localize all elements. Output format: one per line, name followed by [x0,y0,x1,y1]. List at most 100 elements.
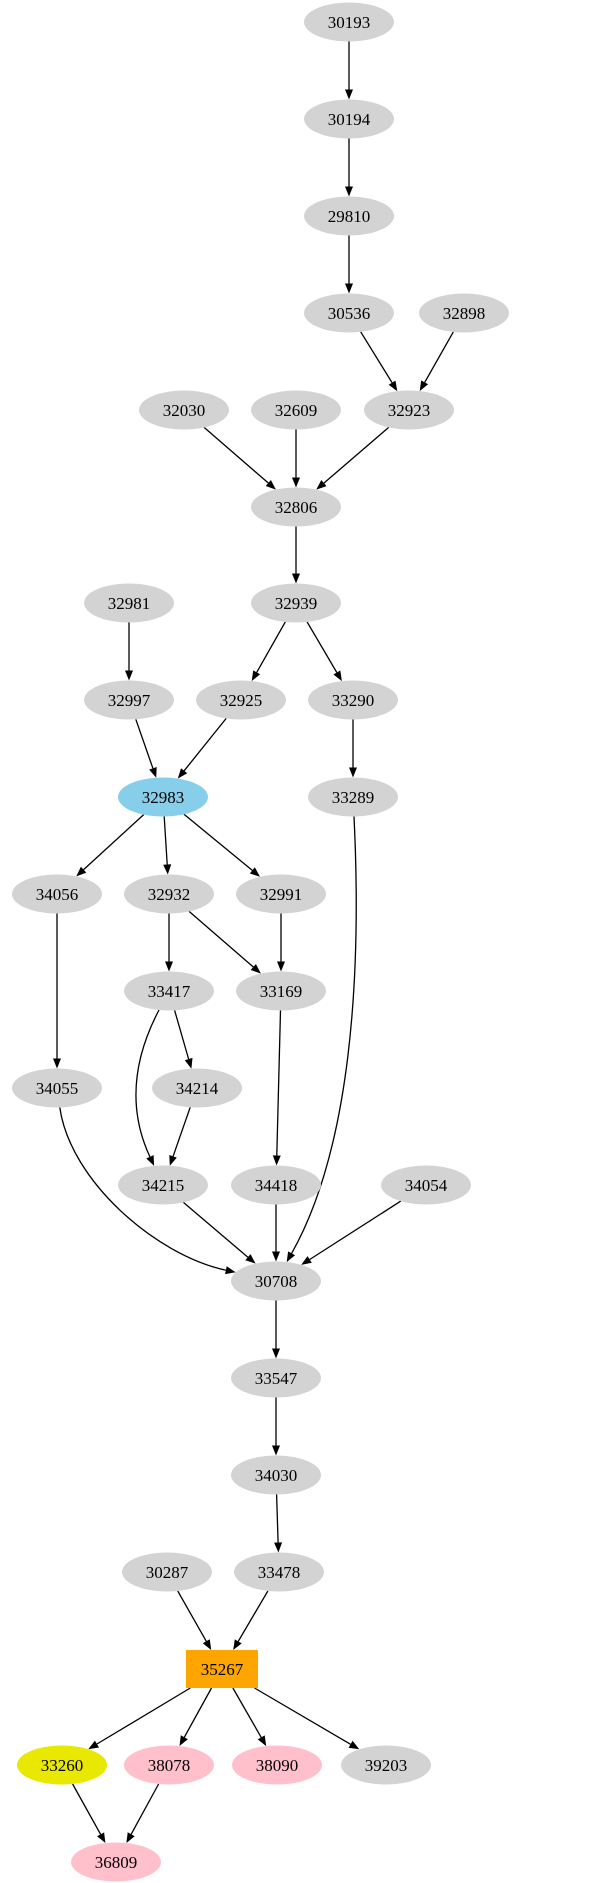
graph-node-35267: 35267 [186,1650,258,1688]
graph-node-39203: 39203 [341,1745,431,1785]
node-shape-36809 [71,1842,161,1882]
edge-arrowhead-32030-32806 [265,480,276,490]
node-label-32923: 32923 [388,401,431,420]
edge-34055-30708 [59,1107,227,1271]
node-shape-34054 [381,1165,471,1205]
node-label-32898: 32898 [443,304,486,323]
graph-node-32932: 32932 [124,874,214,914]
graph-node-33478: 33478 [234,1552,324,1592]
graph-node-32925: 32925 [196,680,286,720]
edge-arrowhead-33260-36809 [97,1832,106,1843]
node-shape-30708 [231,1261,321,1301]
edge-arrowhead-32806-32939 [292,573,300,584]
node-label-32997: 32997 [108,691,151,710]
node-shape-39203 [341,1745,431,1785]
node-label-32981: 32981 [108,594,151,613]
edge-33417-34214 [173,1010,190,1060]
node-label-29810: 29810 [328,207,371,226]
node-label-32932: 32932 [148,885,191,904]
edge-arrowhead-30193-30194 [345,89,353,100]
node-label-34215: 34215 [142,1176,185,1195]
node-label-32030: 32030 [163,401,206,420]
graph-node-32991: 32991 [236,874,326,914]
graph-node-34055: 34055 [12,1068,102,1108]
edge-34215-30708 [182,1201,249,1258]
node-label-35267: 35267 [201,1660,244,1679]
node-label-33260: 33260 [41,1756,84,1775]
node-label-32609: 32609 [275,401,318,420]
edge-34030-33478 [275,1494,279,1543]
edge-arrowhead-30287-35267 [202,1639,212,1650]
node-shape-30287 [122,1552,212,1592]
graph-node-34215: 34215 [118,1165,208,1205]
edge-arrowhead-32939-33290 [333,670,342,682]
node-shape-30193 [304,2,394,42]
edge-arrowhead-32991-33169 [277,961,285,972]
edge-32030-32806 [203,426,269,484]
node-shape-38078 [124,1745,214,1785]
edge-34054-30708 [309,1200,402,1261]
graph-node-30194: 30194 [304,99,394,139]
edge-arrowhead-34030-33478 [274,1542,283,1553]
node-label-33169: 33169 [260,982,303,1001]
edge-arrowhead-33547-34030 [272,1445,280,1456]
node-shape-34030 [231,1455,321,1495]
edge-32939-32925 [256,621,286,673]
node-shape-32932 [124,874,214,914]
graph-node-33547: 33547 [231,1358,321,1398]
edge-arrowhead-33417-34215 [146,1155,155,1166]
edge-33478-35267 [237,1590,269,1642]
node-shape-35267 [186,1650,258,1688]
edge-33289-30708 [291,816,357,1254]
graph-node-33260: 33260 [17,1745,107,1785]
edge-arrowhead-30708-33547 [272,1348,280,1359]
node-shape-38090 [232,1745,322,1785]
edge-arrowhead-35267-38090 [257,1735,267,1747]
node-label-34214: 34214 [176,1079,219,1098]
edge-32925-32983 [183,717,227,772]
graph-node-32030: 32030 [139,390,229,430]
node-shape-32981 [84,583,174,623]
node-label-38090: 38090 [256,1756,299,1775]
node-shape-34055 [12,1068,102,1108]
edge-arrowhead-34055-30708 [225,1266,236,1275]
graph-node-34418: 34418 [231,1165,321,1205]
node-label-34418: 34418 [255,1176,298,1195]
graph-node-38078: 38078 [124,1745,214,1785]
node-shape-30194 [304,99,394,139]
edge-34214-34215 [172,1107,191,1157]
edge-32997-32983 [135,719,154,769]
edge-arrowhead-34418-30708 [272,1251,280,1262]
edge-arrowhead-30536-32923 [388,380,398,392]
node-label-30708: 30708 [255,1272,298,1291]
node-shape-32983 [118,777,208,817]
node-shape-34214 [152,1068,242,1108]
node-shape-29810 [304,196,394,236]
graph-node-38090: 38090 [232,1745,322,1785]
graph-node-32981: 32981 [84,583,174,623]
node-shape-33478 [234,1552,324,1592]
node-label-33417: 33417 [148,982,191,1001]
graph-node-34030: 34030 [231,1455,321,1495]
node-shape-32030 [139,390,229,430]
edge-arrowhead-32609-32806 [292,477,300,488]
graph-node-33290: 33290 [308,680,398,720]
node-label-34030: 34030 [255,1466,298,1485]
edge-30536-32923 [360,331,393,384]
edge-arrowhead-32983-32991 [249,867,260,877]
edge-arrowhead-32898-32923 [419,380,429,392]
node-shape-32991 [236,874,326,914]
edge-30287-35267 [177,1590,207,1642]
node-shape-32939 [251,583,341,623]
node-label-38078: 38078 [148,1756,191,1775]
graph-node-32609: 32609 [251,390,341,430]
node-shape-34056 [12,874,102,914]
edge-arrowhead-32997-32983 [149,767,157,778]
edge-32898-32923 [424,331,454,383]
node-label-39203: 39203 [365,1756,408,1775]
node-label-32991: 32991 [260,885,303,904]
node-shape-30536 [304,293,394,333]
graph-node-32898: 32898 [419,293,509,333]
edge-arrowhead-32925-32983 [177,768,188,779]
